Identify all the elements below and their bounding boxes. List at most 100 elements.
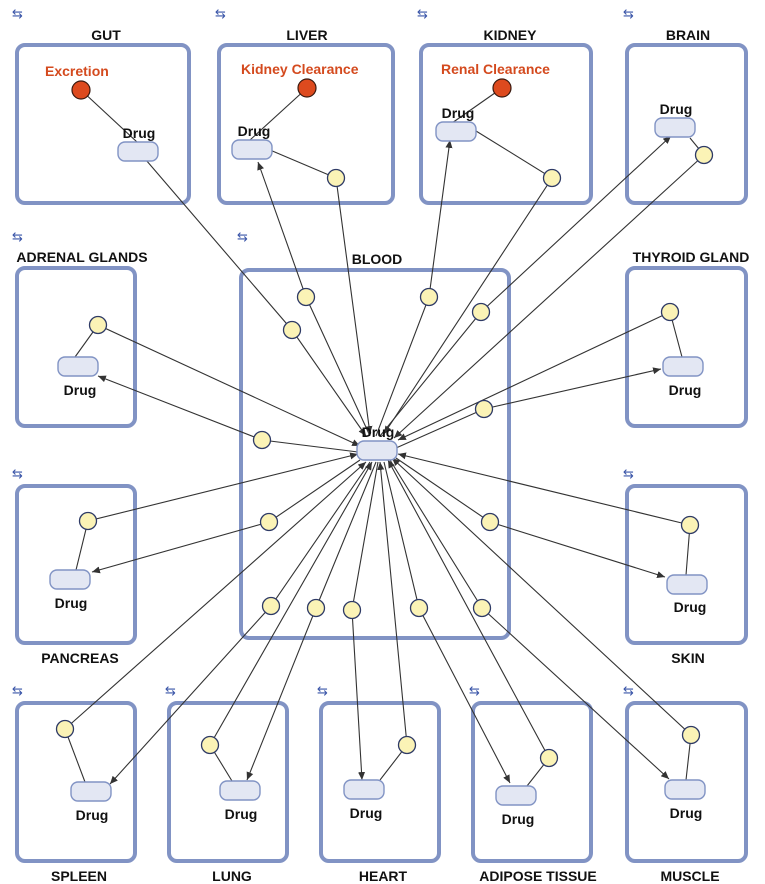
title-brain: BRAIN: [666, 27, 710, 43]
drug-label: Drug: [123, 125, 156, 141]
swap-arrow-icon[interactable]: ⇆: [12, 684, 23, 699]
swap-arrow-icon[interactable]: ⇆: [417, 7, 428, 22]
drug-node-lung[interactable]: [219, 780, 261, 801]
reaction-node[interactable]: [660, 302, 680, 322]
drug-label: Drug: [669, 382, 702, 398]
reaction-node[interactable]: [471, 302, 491, 322]
drug-node-blood[interactable]: [356, 440, 398, 461]
drug-label: Drug: [350, 805, 383, 821]
compartment-adipose-tissue[interactable]: [471, 701, 593, 863]
reaction-node[interactable]: [306, 598, 326, 618]
reaction-node[interactable]: [259, 512, 279, 532]
reaction-node[interactable]: [419, 287, 439, 307]
reaction-node[interactable]: [397, 735, 417, 755]
compartment-kidney[interactable]: [419, 43, 593, 205]
reaction-nodes: [55, 145, 714, 768]
reaction-node[interactable]: [680, 515, 700, 535]
swap-arrow-icon[interactable]: ⇆: [12, 467, 23, 482]
drug-label: Drug: [362, 424, 395, 440]
swap-arrow-icon[interactable]: ⇆: [165, 684, 176, 699]
drug-node-adrenal[interactable]: [57, 356, 99, 377]
compartment-pancreas[interactable]: [15, 484, 137, 645]
title-gut: GUT: [91, 27, 121, 43]
title-adrenal-glands: ADRENAL GLANDS: [16, 249, 147, 265]
reaction-node[interactable]: [261, 596, 281, 616]
title-lung: LUNG: [212, 868, 252, 884]
reaction-node[interactable]: [472, 598, 492, 618]
title-kidney: KIDNEY: [484, 27, 538, 43]
swap-arrow-icon[interactable]: ⇆: [215, 7, 226, 22]
swap-arrow-icon[interactable]: ⇆: [623, 467, 634, 482]
drug-label: Drug: [660, 101, 693, 117]
edge-liver-clearance: [249, 87, 308, 141]
drug-labels: Drug Drug Drug Drug Drug Drug Drug Drug …: [55, 101, 707, 827]
title-liver: LIVER: [286, 27, 327, 43]
drug-node-muscle[interactable]: [664, 779, 706, 800]
edge-gut-excretion: [80, 89, 138, 143]
title-adipose-tissue: ADIPOSE TISSUE: [479, 868, 596, 884]
sink-nodes: Excretion Kidney Clearance Renal Clearan…: [45, 61, 550, 100]
drug-node-skin[interactable]: [666, 574, 708, 595]
drug-node-adipose[interactable]: [495, 785, 537, 806]
sink-excretion[interactable]: [71, 80, 91, 100]
sink-renal-clearance[interactable]: [492, 78, 512, 98]
drug-label: Drug: [238, 123, 271, 139]
drug-node-pancreas[interactable]: [49, 569, 91, 590]
compartment-adrenal-glands[interactable]: [15, 266, 137, 428]
edge-kidney-clearance: [451, 87, 503, 124]
title-muscle: MUSCLE: [660, 868, 719, 884]
compartment-titles: GUT LIVER KIDNEY BRAIN ADRENAL GLANDS BL…: [16, 27, 749, 884]
title-pancreas: PANCREAS: [41, 650, 119, 666]
reaction-node[interactable]: [409, 598, 429, 618]
sink-label-kidney-clearance: Kidney Clearance: [241, 61, 359, 77]
swap-arrow-icon[interactable]: ⇆: [12, 230, 23, 245]
title-heart: HEART: [359, 868, 408, 884]
compartment-gut[interactable]: [15, 43, 191, 205]
reaction-node[interactable]: [681, 725, 701, 745]
swap-arrow-icon[interactable]: ⇆: [12, 7, 23, 22]
reaction-node[interactable]: [88, 315, 108, 335]
title-skin: SKIN: [671, 650, 704, 666]
reaction-node[interactable]: [542, 168, 562, 188]
reaction-node[interactable]: [200, 735, 220, 755]
swap-arrow-icon[interactable]: ⇆: [317, 684, 328, 699]
sink-label-excretion: Excretion: [45, 63, 109, 79]
sink-kidney-clearance[interactable]: [297, 78, 317, 98]
drug-node-heart[interactable]: [343, 779, 385, 800]
swap-arrow-icon[interactable]: ⇆: [623, 7, 634, 22]
reaction-node[interactable]: [78, 511, 98, 531]
reaction-node[interactable]: [252, 430, 272, 450]
reaction-node[interactable]: [282, 320, 302, 340]
drug-node-spleen[interactable]: [70, 781, 112, 802]
drug-label: Drug: [502, 811, 535, 827]
title-blood: BLOOD: [352, 251, 403, 267]
reaction-node[interactable]: [296, 287, 316, 307]
drug-label: Drug: [225, 806, 258, 822]
reaction-node[interactable]: [55, 719, 75, 739]
title-spleen: SPLEEN: [51, 868, 107, 884]
swap-arrow-icon[interactable]: ⇆: [623, 684, 634, 699]
drug-label: Drug: [55, 595, 88, 611]
reaction-node[interactable]: [539, 748, 559, 768]
swap-arrow-icon[interactable]: ⇆: [237, 230, 248, 245]
drug-label: Drug: [674, 599, 707, 615]
drug-label: Drug: [442, 105, 475, 121]
compartment-icons: ⇆ ⇆ ⇆ ⇆ ⇆ ⇆ ⇆ ⇆ ⇆ ⇆ ⇆ ⇆ ⇆: [12, 7, 634, 699]
reaction-node[interactable]: [694, 145, 714, 165]
reaction-node[interactable]: [480, 512, 500, 532]
drug-node-gut[interactable]: [117, 141, 159, 162]
drug-node-thyroid[interactable]: [662, 356, 704, 377]
drug-node-kidney[interactable]: [435, 121, 477, 142]
drug-label: Drug: [76, 807, 109, 823]
drug-label: Drug: [670, 805, 703, 821]
species-nodes: [49, 117, 708, 806]
swap-arrow-icon[interactable]: ⇆: [469, 684, 480, 699]
reaction-node[interactable]: [474, 399, 494, 419]
drug-node-brain[interactable]: [654, 117, 696, 138]
reaction-node[interactable]: [342, 600, 362, 620]
compartment-thyroid-gland[interactable]: [625, 266, 748, 428]
title-thyroid-gland: THYROID GLAND: [633, 249, 750, 265]
reaction-node[interactable]: [326, 168, 346, 188]
drug-node-liver[interactable]: [231, 139, 273, 160]
